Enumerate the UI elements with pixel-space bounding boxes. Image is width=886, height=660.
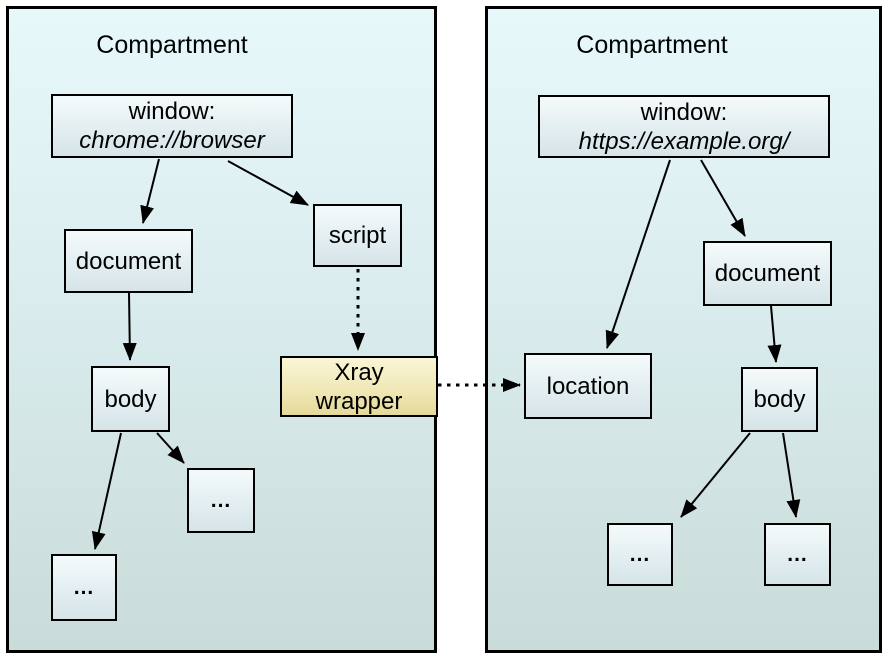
node-document-left: document [64,229,193,293]
node-location-label: location [546,372,630,400]
node-ellipsis-right-b: ... [764,523,831,586]
node-xray-wrapper: Xray wrapper [280,356,438,417]
node-ellipsis-right-a: ... [607,523,673,586]
node-ellipsis-left-b-label: ... [73,576,95,599]
node-xray-wrapper-label-line1: Xray [334,358,384,386]
node-window-chrome-url: chrome://browser [79,127,265,154]
node-ellipsis-right-b-label: ... [787,543,808,566]
compartment-left-title: Compartment [96,31,248,59]
node-body-left: body [91,366,170,432]
node-window-chrome: window: chrome://browser [51,94,293,158]
node-window-example-label: window: [640,98,728,126]
node-window-example-url: https://example.org/ [578,127,790,155]
node-script-label: script [328,222,387,249]
node-body-right: body [741,367,818,432]
compartment-right-title: Compartment [576,31,728,59]
node-body-left-label: body [104,385,157,413]
node-ellipsis-left-b: ... [51,554,117,621]
node-document-left-label: document [75,247,182,275]
node-document-right: document [703,241,832,306]
node-xray-wrapper-label-line2: wrapper [315,387,403,415]
node-window-example: window: https://example.org/ [538,95,830,158]
node-window-chrome-label: window: [128,98,216,125]
node-ellipsis-left-a-label: ... [210,489,232,512]
node-script: script [313,204,402,267]
node-location: location [524,353,652,419]
node-document-right-label: document [714,260,821,287]
node-body-right-label: body [753,386,806,413]
node-ellipsis-right-a-label: ... [629,543,651,566]
node-ellipsis-left-a: ... [187,468,255,533]
